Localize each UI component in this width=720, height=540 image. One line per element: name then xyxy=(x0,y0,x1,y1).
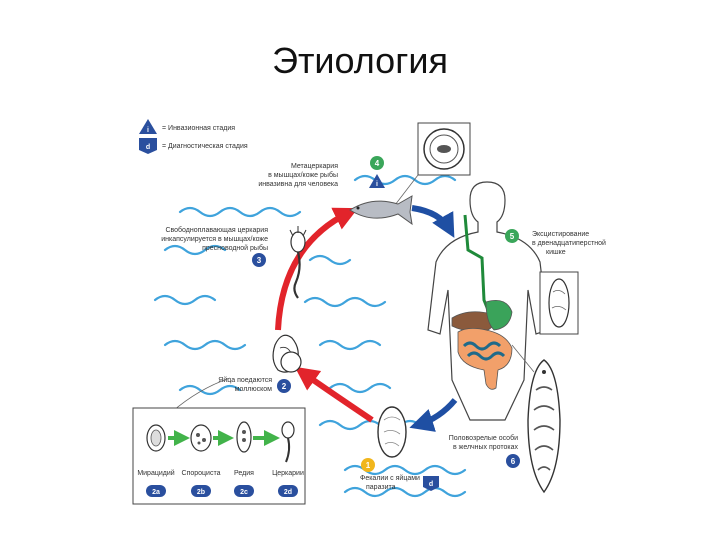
step-2-label: Яйца поедаются моллюском xyxy=(218,376,272,393)
diagnostic-stage-icon: d xyxy=(423,476,439,491)
human-body xyxy=(427,181,549,421)
svg-text:Эксцистирование: Эксцистирование xyxy=(532,231,589,238)
step-5-label: Эксцистирование в двенадцатиперстной киш… xyxy=(532,231,606,256)
metacercaria-cyst xyxy=(394,122,471,206)
svg-text:Свободноплавающая церкария: Свободноплавающая церкария xyxy=(165,226,268,234)
step-2a-label: Мирацидий xyxy=(137,469,174,477)
free-cercaria xyxy=(289,226,307,299)
arrow-egg-to-snail xyxy=(294,366,374,423)
step-4-badge: 4 xyxy=(370,156,384,170)
step-2c-label: Редия xyxy=(234,470,254,477)
svg-text:Метацеркария: Метацеркария xyxy=(291,163,338,170)
step-2b-badge: 2b xyxy=(191,485,211,497)
svg-text:в двенадцатиперстной: в двенадцатиперстной xyxy=(532,239,606,247)
svg-text:в мышцах/коже рыбы: в мышцах/коже рыбы xyxy=(268,171,338,179)
step-2a-badge: 2a xyxy=(146,485,166,497)
svg-text:инвазивна для человека: инвазивна для человека xyxy=(258,181,338,188)
fish xyxy=(349,195,413,226)
infective-stage-icon: i xyxy=(139,119,157,134)
svg-text:5: 5 xyxy=(510,232,515,241)
miracidium-drawing xyxy=(146,424,166,452)
svg-text:Фекалии с яйцами: Фекалии с яйцами xyxy=(360,474,420,482)
slide-title: Этиология xyxy=(272,40,448,81)
step-2c-badge: 2c xyxy=(234,485,254,497)
cercaria-drawing xyxy=(281,421,295,463)
legend-diagnostic-text: = Диагностическая стадия xyxy=(162,143,248,150)
step-6-label: Половозрелые особи в желчных протоках xyxy=(449,434,519,451)
svg-text:i: i xyxy=(376,181,378,188)
svg-text:2d: 2d xyxy=(284,489,292,496)
svg-text:2: 2 xyxy=(282,382,287,391)
svg-text:пресноводной рыбы: пресноводной рыбы xyxy=(202,244,268,252)
svg-text:инкапсулируется в мышцах/коже: инкапсулируется в мышцах/коже xyxy=(161,236,268,243)
svg-text:Половозрелые особи: Половозрелые особи xyxy=(449,434,518,442)
svg-text:i: i xyxy=(147,127,149,134)
larval-stages-box: Мирацидий Спороциста Редия Церкарии 2a 2… xyxy=(132,407,306,505)
arrow-snail-to-fish xyxy=(275,207,359,331)
svg-text:4: 4 xyxy=(375,159,380,168)
step-6-badge: 6 xyxy=(506,454,520,468)
svg-text:кишке: кишке xyxy=(546,249,566,256)
svg-text:2a: 2a xyxy=(152,489,160,496)
svg-text:в желчных протоках: в желчных протоках xyxy=(453,444,518,451)
svg-text:d: d xyxy=(429,481,433,488)
svg-text:паразита: паразита xyxy=(366,484,396,491)
svg-text:1: 1 xyxy=(366,461,371,470)
step-3-label: Свободноплавающая церкария инкапсулирует… xyxy=(161,226,268,252)
legend: i = Инвазионная стадия d = Диагностическ… xyxy=(139,119,248,154)
excysted-metacercaria xyxy=(539,271,579,335)
legend-infective-text: = Инвазионная стадия xyxy=(162,125,235,132)
svg-text:6: 6 xyxy=(511,457,516,466)
svg-text:d: d xyxy=(146,144,150,151)
step-2-badge: 2 xyxy=(277,379,291,393)
egg xyxy=(377,406,407,458)
stomach xyxy=(485,299,513,331)
svg-text:3: 3 xyxy=(257,256,262,265)
step-2d-label: Церкарии xyxy=(272,470,304,477)
svg-text:моллюском: моллюском xyxy=(235,386,273,393)
water-waves xyxy=(153,174,467,498)
step-5-badge: 5 xyxy=(505,229,519,243)
step-2b-label: Спороциста xyxy=(182,470,221,477)
step-3-badge: 3 xyxy=(252,253,266,267)
svg-text:Яйца поедаются: Яйца поедаются xyxy=(218,376,272,384)
pointer-line xyxy=(511,344,535,373)
sporocyst-drawing xyxy=(190,424,212,452)
infective-stage-icon: i xyxy=(369,174,385,188)
redia-drawing xyxy=(236,421,252,453)
step-2d-badge: 2d xyxy=(278,485,298,497)
svg-text:2c: 2c xyxy=(240,489,248,496)
adult-fluke xyxy=(527,359,561,494)
snail xyxy=(272,334,302,373)
svg-text:2b: 2b xyxy=(197,489,205,496)
step-1-label: Фекалии с яйцами паразита xyxy=(360,474,420,491)
step-4-label: Метацеркария в мышцах/коже рыбы инвазивн… xyxy=(258,163,338,188)
arrow-human-to-egg xyxy=(409,398,458,432)
arrow-fish-to-human xyxy=(411,205,455,238)
step-1-badge: 1 xyxy=(361,458,375,472)
diagnostic-stage-icon: d xyxy=(139,138,157,154)
